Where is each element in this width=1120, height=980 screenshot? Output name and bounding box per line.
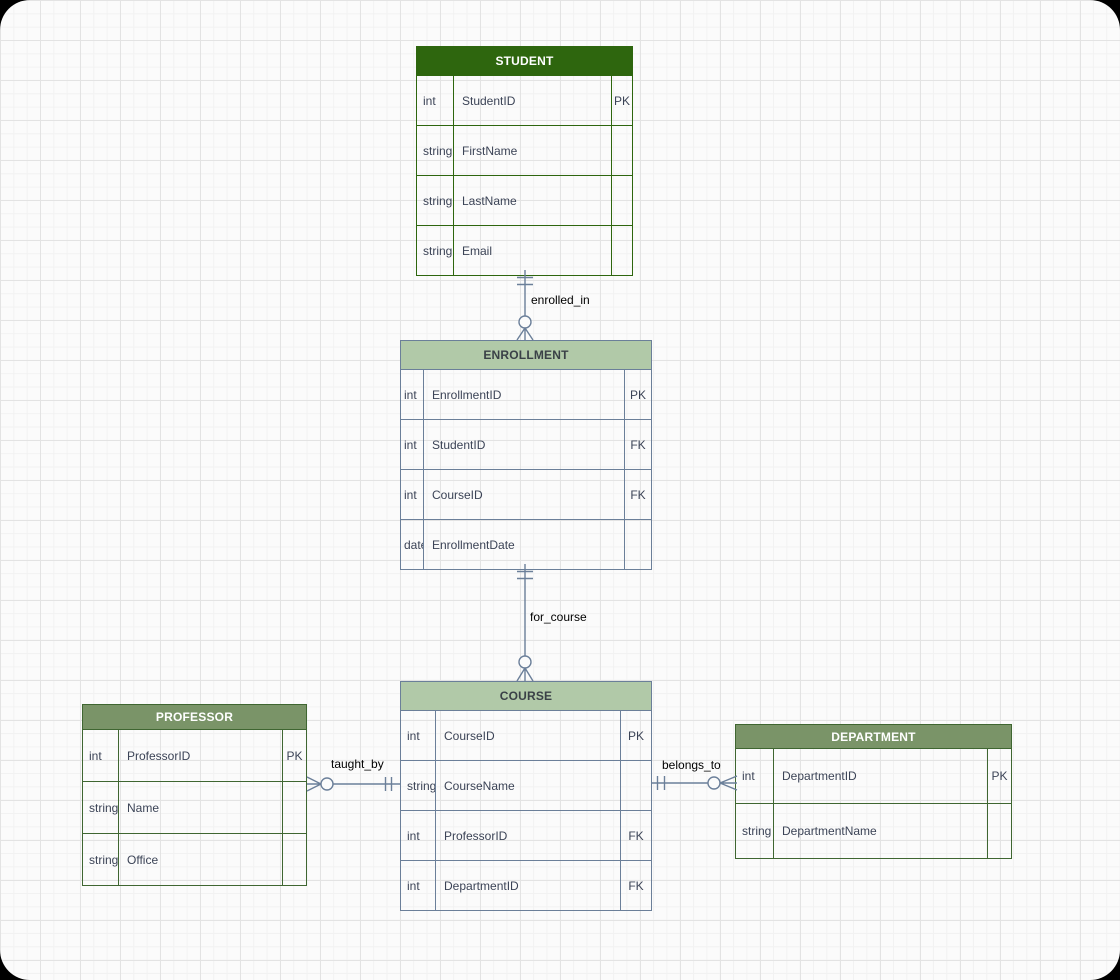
- column-key: PK: [282, 730, 306, 781]
- column-key: [611, 226, 632, 275]
- table-row[interactable]: int StudentID FK: [401, 419, 651, 469]
- column-name: CourseID: [432, 487, 483, 502]
- column-type: int: [83, 730, 119, 781]
- relationship-taught-by-edge[interactable]: [306, 776, 400, 792]
- column-name: DepartmentID: [782, 769, 857, 783]
- column-key: PK: [611, 76, 632, 125]
- column-key: FK: [620, 811, 651, 860]
- table-row[interactable]: string DepartmentName: [736, 803, 1011, 858]
- table-row[interactable]: string Name: [83, 781, 306, 833]
- table-row[interactable]: string Office: [83, 833, 306, 885]
- table-row[interactable]: int ProfessorID PK: [83, 730, 306, 781]
- column-name: Name: [127, 800, 160, 815]
- column-type: int: [401, 811, 436, 860]
- column-name: Office: [127, 852, 159, 867]
- table-row[interactable]: string LastName: [417, 175, 632, 225]
- entity-professor-title[interactable]: PROFESSOR: [83, 705, 306, 730]
- column-type: string: [736, 804, 774, 858]
- column-type: int: [401, 711, 436, 760]
- zero-or-many-circle: [518, 315, 532, 329]
- relationship-label-enrolled-in[interactable]: enrolled_in: [531, 293, 590, 307]
- relationship-belongs-to-edge[interactable]: [652, 775, 738, 791]
- table-row[interactable]: string Email: [417, 225, 632, 275]
- column-key: PK: [624, 370, 651, 419]
- table-row[interactable]: int CourseID FK: [401, 469, 651, 519]
- entity-course-title[interactable]: COURSE: [401, 682, 651, 711]
- column-name: StudentID: [432, 437, 486, 452]
- column-type: int: [401, 370, 424, 419]
- relationship-for-course-edge[interactable]: [516, 564, 534, 682]
- relationship-label-belongs-to[interactable]: belongs_to: [662, 758, 721, 772]
- zero-or-many-circle: [707, 776, 721, 790]
- crow-foot-icon: [306, 776, 322, 792]
- table-row[interactable]: int DepartmentID FK: [401, 860, 651, 910]
- column-type: date: [401, 520, 424, 569]
- table-row[interactable]: int DepartmentID PK: [736, 749, 1011, 803]
- zero-or-many-circle: [320, 777, 334, 791]
- column-name: DepartmentID: [444, 878, 519, 893]
- column-key: [282, 834, 306, 885]
- column-type: string: [83, 782, 119, 833]
- column-key: [620, 761, 651, 810]
- entity-department-title[interactable]: DEPARTMENT: [736, 725, 1011, 749]
- column-type: string: [417, 126, 454, 175]
- column-key: PK: [987, 749, 1011, 803]
- column-name: ProfessorID: [127, 748, 191, 763]
- column-key: [282, 782, 306, 833]
- column-type: int: [401, 861, 436, 910]
- column-key: FK: [624, 420, 651, 469]
- column-key: [987, 804, 1011, 858]
- column-name: DepartmentName: [782, 824, 877, 838]
- entity-course[interactable]: COURSE int CourseID PK string CourseName…: [400, 681, 652, 911]
- table-row[interactable]: string CourseName: [401, 760, 651, 810]
- column-name: CourseID: [444, 728, 495, 743]
- zero-or-many-circle: [518, 655, 532, 669]
- table-row[interactable]: int EnrollmentID PK: [401, 370, 651, 419]
- entity-student-title[interactable]: STUDENT: [417, 47, 632, 76]
- relationship-label-for-course[interactable]: for_course: [530, 610, 587, 624]
- column-key: FK: [620, 861, 651, 910]
- column-type: string: [417, 226, 454, 275]
- column-type: int: [401, 420, 424, 469]
- column-name: LastName: [462, 193, 517, 208]
- column-type: string: [401, 761, 436, 810]
- column-name: EnrollmentDate: [432, 537, 515, 552]
- column-key: FK: [624, 470, 651, 519]
- column-name: Email: [462, 243, 493, 258]
- crow-foot-icon: [516, 327, 534, 341]
- column-type: string: [417, 176, 454, 225]
- table-row[interactable]: string FirstName: [417, 125, 632, 175]
- relationship-label-taught-by[interactable]: taught_by: [331, 757, 384, 771]
- column-name: FirstName: [462, 143, 518, 158]
- column-key: PK: [620, 711, 651, 760]
- column-key: [611, 176, 632, 225]
- entity-department[interactable]: DEPARTMENT int DepartmentID PK string De…: [735, 724, 1012, 859]
- column-name: EnrollmentID: [432, 387, 502, 402]
- table-row[interactable]: int StudentID PK: [417, 76, 632, 125]
- column-key: [611, 126, 632, 175]
- crow-foot-icon: [516, 667, 534, 682]
- entity-enrollment[interactable]: ENROLLMENT int EnrollmentID PK int Stude…: [400, 340, 652, 570]
- column-name: ProfessorID: [444, 828, 508, 843]
- column-name: StudentID: [462, 93, 516, 108]
- column-type: int: [736, 749, 774, 803]
- relationship-enrolled-in-edge[interactable]: [516, 270, 534, 341]
- column-name: CourseName: [444, 778, 515, 793]
- column-key: [624, 520, 651, 569]
- column-type: int: [417, 76, 454, 125]
- entity-student[interactable]: STUDENT int StudentID PK string FirstNam…: [416, 46, 633, 276]
- crow-foot-icon: [719, 775, 738, 791]
- table-row[interactable]: date EnrollmentDate: [401, 519, 651, 569]
- entity-professor[interactable]: PROFESSOR int ProfessorID PK string Name…: [82, 704, 307, 886]
- entity-enrollment-title[interactable]: ENROLLMENT: [401, 341, 651, 370]
- column-type: string: [83, 834, 119, 885]
- column-type: int: [401, 470, 424, 519]
- table-row[interactable]: int ProfessorID FK: [401, 810, 651, 860]
- table-row[interactable]: int CourseID PK: [401, 711, 651, 760]
